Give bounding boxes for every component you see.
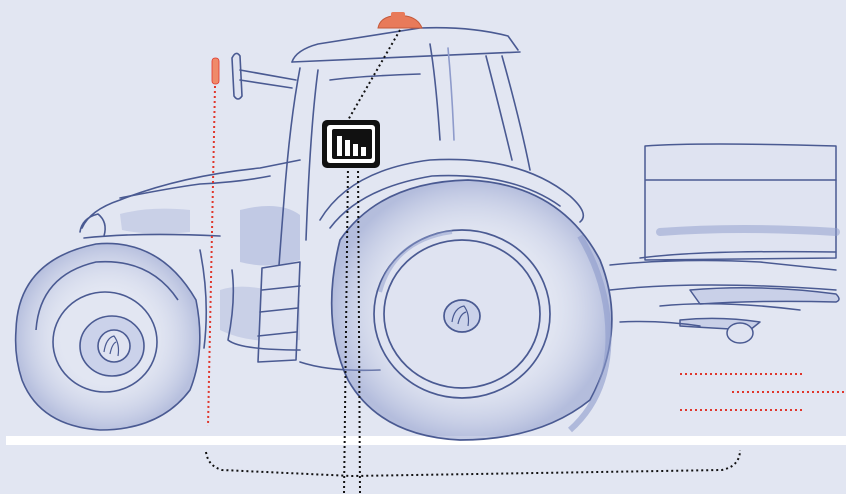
spreader xyxy=(609,143,840,344)
ground-bracket xyxy=(205,449,741,478)
black-dotted-lines xyxy=(205,29,741,494)
front-wheel xyxy=(14,242,201,431)
red-dotted-lines xyxy=(207,85,846,427)
beacon-icon xyxy=(377,12,423,29)
ground-line xyxy=(6,436,846,445)
rear-wheel xyxy=(330,179,613,441)
bar-chart-icon xyxy=(322,120,380,168)
beacon-leader xyxy=(339,29,401,135)
mirror-vertical-line xyxy=(207,85,216,427)
marker-icon xyxy=(211,57,220,85)
